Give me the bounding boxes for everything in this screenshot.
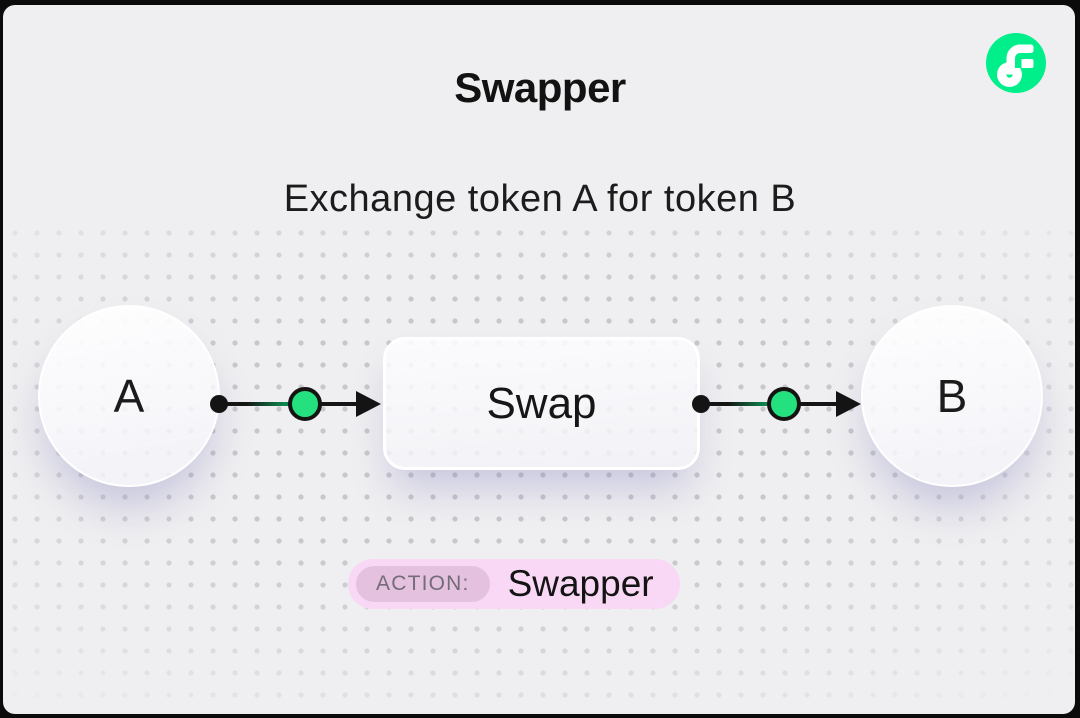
action-badge: ACTION: Swapper <box>348 559 680 609</box>
dot-grid-background <box>3 228 1075 714</box>
node-token-a-label: A <box>113 370 145 422</box>
edge-swap-to-b-start-dot <box>692 395 710 413</box>
edge-a-to-swap-start-dot <box>210 395 228 413</box>
node-token-a: A <box>38 305 220 487</box>
node-token-b: B <box>861 305 1043 487</box>
edge-a-to-swap-arrowhead-icon <box>356 391 381 417</box>
edge-swap-to-b-green-dot <box>767 387 801 421</box>
action-badge-label: ACTION: <box>356 566 490 602</box>
action-badge-value: Swapper <box>507 563 654 604</box>
node-swap: Swap <box>383 337 700 470</box>
page-title: Swapper <box>454 64 626 111</box>
node-swap-label: Swap <box>486 378 597 428</box>
flow-logo-icon <box>986 33 1046 93</box>
node-token-b-label: B <box>936 370 968 422</box>
page-subtitle: Exchange token A for token B <box>283 178 797 220</box>
edge-a-to-swap-green-dot <box>288 387 322 421</box>
edge-swap-to-b-arrowhead-icon <box>836 391 861 417</box>
